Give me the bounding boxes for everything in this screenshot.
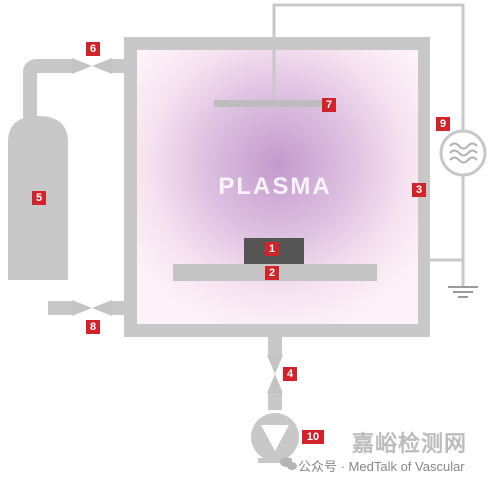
watermark-source: 公众号 · MedTalk of Vascular	[298, 459, 465, 474]
label-gas-cylinder: 5	[32, 191, 46, 205]
label-gas-inlet-valve: 6	[86, 42, 100, 56]
gas-inlet-valve-icon	[72, 58, 112, 74]
label-bottom-electrode: 2	[265, 266, 279, 280]
label-top-electrode: 7	[322, 98, 336, 112]
vacuum-pump-icon	[251, 413, 299, 463]
gas-inlet-pipe	[23, 59, 124, 120]
label-pump-valve: 4	[283, 367, 297, 381]
top-electrode	[214, 100, 334, 107]
plasma-label: PLASMA	[218, 173, 332, 200]
label-substrate: 1	[265, 242, 279, 256]
label-rf-generator: 9	[436, 117, 450, 131]
label-vent-valve: 8	[86, 320, 100, 334]
rf-generator-icon	[439, 129, 487, 177]
wechat-icon	[280, 457, 297, 470]
pump-valve-icon	[267, 355, 283, 393]
ground-symbol	[448, 286, 478, 298]
rf-wire	[272, 3, 465, 130]
label-vacuum-pump: 10	[302, 430, 324, 444]
vent-valve-icon	[72, 300, 112, 316]
watermark-brand: 嘉峪检测网	[352, 431, 468, 456]
label-chamber-wall: 3	[412, 183, 426, 197]
